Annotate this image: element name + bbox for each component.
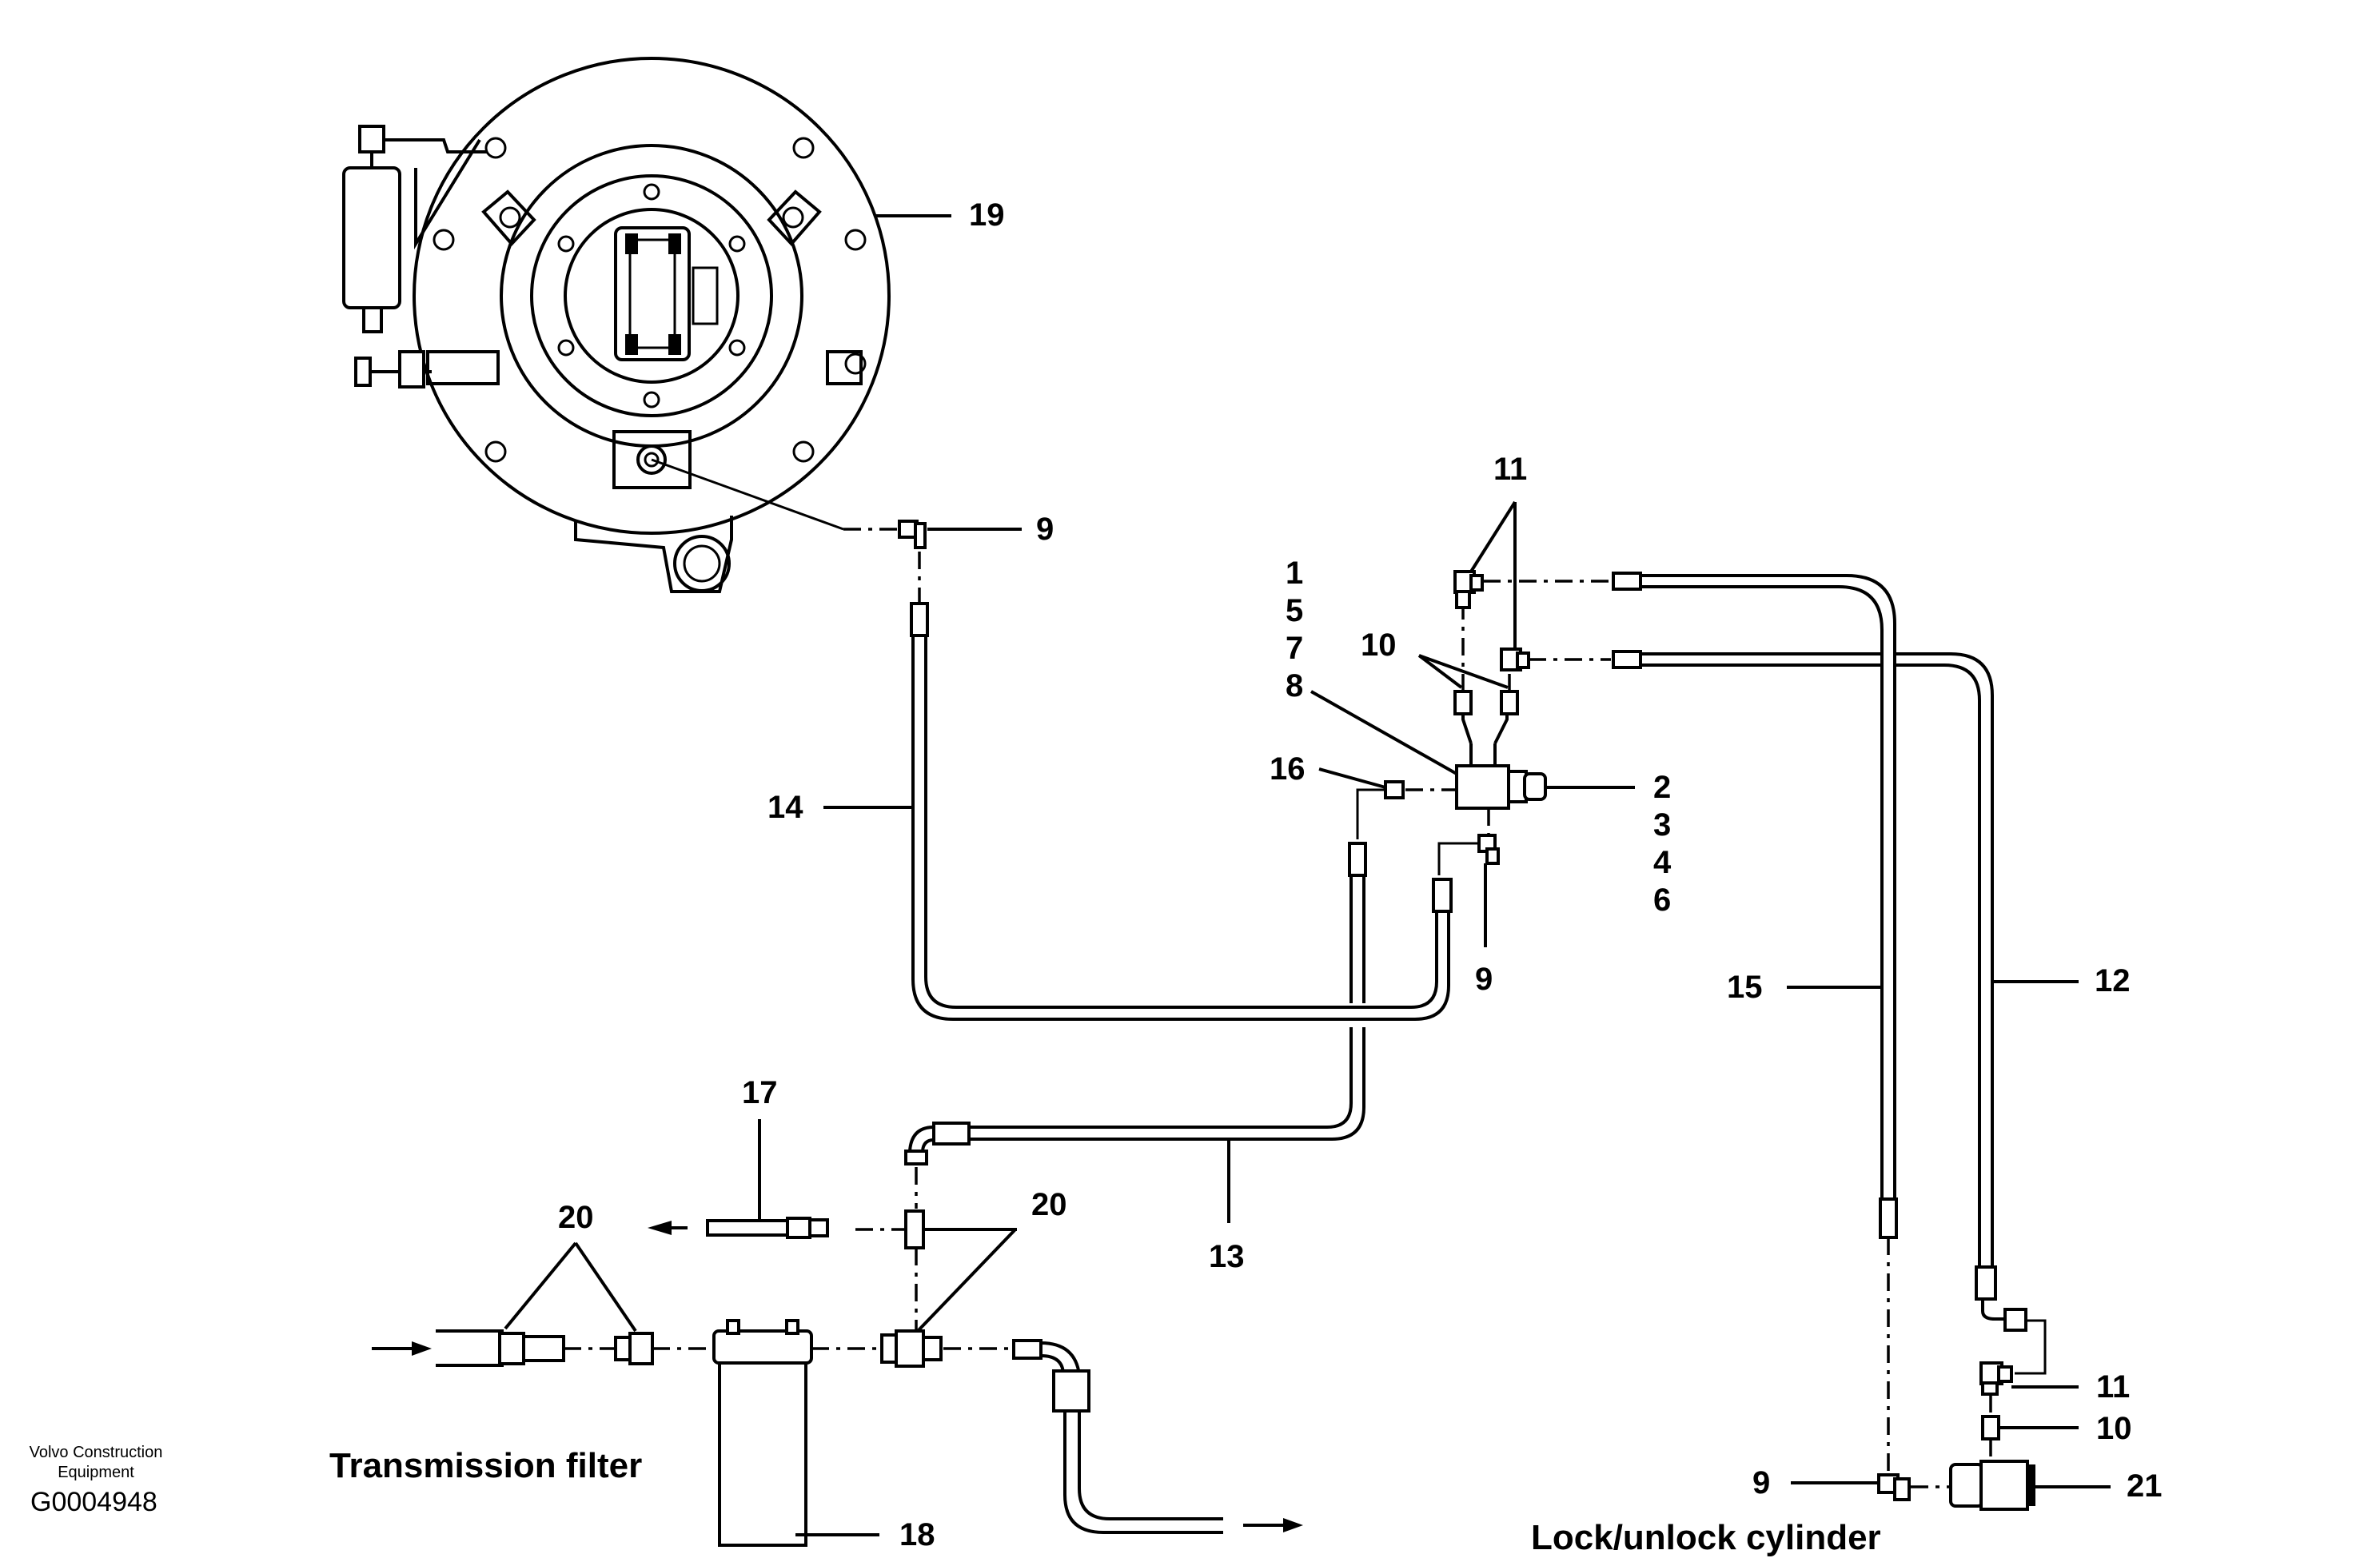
- fitting-9-mid: [1437, 808, 1500, 947]
- part-number-18: 18: [899, 1517, 935, 1552]
- leader-8: [1310, 690, 1457, 775]
- valve-block: [1455, 710, 1547, 810]
- part-number-7: 7: [1286, 631, 1303, 666]
- part-number-4: 4: [1653, 845, 1672, 880]
- part-number-12: 12: [2095, 963, 2131, 998]
- part-number-17: 17: [742, 1075, 778, 1110]
- hose-16-stub: [1348, 842, 1367, 1003]
- part-number-9-top: 9: [1036, 512, 1054, 547]
- part-number-19: 19: [969, 197, 1005, 233]
- part-number-3: 3: [1653, 807, 1671, 843]
- part-number-9-bottom: 9: [1752, 1465, 1770, 1500]
- part-number-6: 6: [1653, 883, 1671, 918]
- leader-10-top-a: [1417, 654, 1463, 689]
- hose-14: [910, 602, 1453, 1021]
- part-number-10-bottom: 10: [2096, 1411, 2132, 1446]
- part-number-21: 21: [2127, 1468, 2163, 1504]
- part-number-14: 14: [767, 790, 803, 825]
- fitting-16: [1356, 780, 1457, 839]
- filter-inlet: [372, 1329, 712, 1367]
- fitting-9-bottom: [1791, 1473, 1951, 1501]
- leader-11-top-a: [1469, 500, 1517, 573]
- leader-16: [1318, 767, 1386, 789]
- tee-fitting-20: [855, 1209, 1017, 1333]
- part-number-10-top: 10: [1361, 628, 1397, 663]
- footer-figure-code: G0004948: [30, 1487, 157, 1517]
- part-number-11-top: 11: [1493, 452, 1527, 487]
- part-number-20-right: 20: [1031, 1187, 1067, 1222]
- fittings-11-top: [1453, 570, 1530, 671]
- hose-17: [648, 1217, 829, 1239]
- part-number-15: 15: [1727, 970, 1763, 1005]
- cylinder-21: [1949, 1460, 2111, 1511]
- fitting-9-top: [651, 458, 1022, 549]
- part-number-9-mid: 9: [1475, 962, 1493, 997]
- footer-company-line2: Equipment: [58, 1464, 134, 1481]
- part-number-16: 16: [1270, 751, 1306, 787]
- fitting-10-bottom: [1981, 1395, 2079, 1461]
- hose-13: [904, 1027, 1365, 1209]
- part-number-13: 13: [1209, 1239, 1245, 1274]
- leader-20-left-b: [574, 1241, 637, 1333]
- filter-outlet: [1012, 1339, 1303, 1534]
- leader-10-top-b: [1418, 654, 1509, 689]
- part-number-1: 1: [1286, 556, 1303, 591]
- part-number-8: 8: [1286, 668, 1303, 703]
- caption-lock-unlock-cylinder: Lock/unlock cylinder: [1531, 1518, 1881, 1557]
- footer-company-line1: Volvo Construction: [30, 1444, 163, 1461]
- part-number-20-left: 20: [558, 1200, 594, 1235]
- valve-20-right: [811, 1228, 1017, 1368]
- filter-canister: [712, 1319, 813, 1547]
- part-number-11-bottom: 11: [2096, 1369, 2130, 1405]
- part-number-2: 2: [1653, 770, 1671, 805]
- hose-15: [1483, 572, 1898, 1475]
- fitting-11-bottom: [1979, 1361, 2079, 1396]
- caption-transmission-filter: Transmission filter: [329, 1446, 642, 1485]
- transmission-housing: [342, 57, 891, 593]
- leader-20-left-a: [504, 1241, 577, 1330]
- fittings-10-top: [1453, 608, 1519, 715]
- hose-12: [1529, 650, 2047, 1375]
- part-number-5: 5: [1286, 593, 1303, 628]
